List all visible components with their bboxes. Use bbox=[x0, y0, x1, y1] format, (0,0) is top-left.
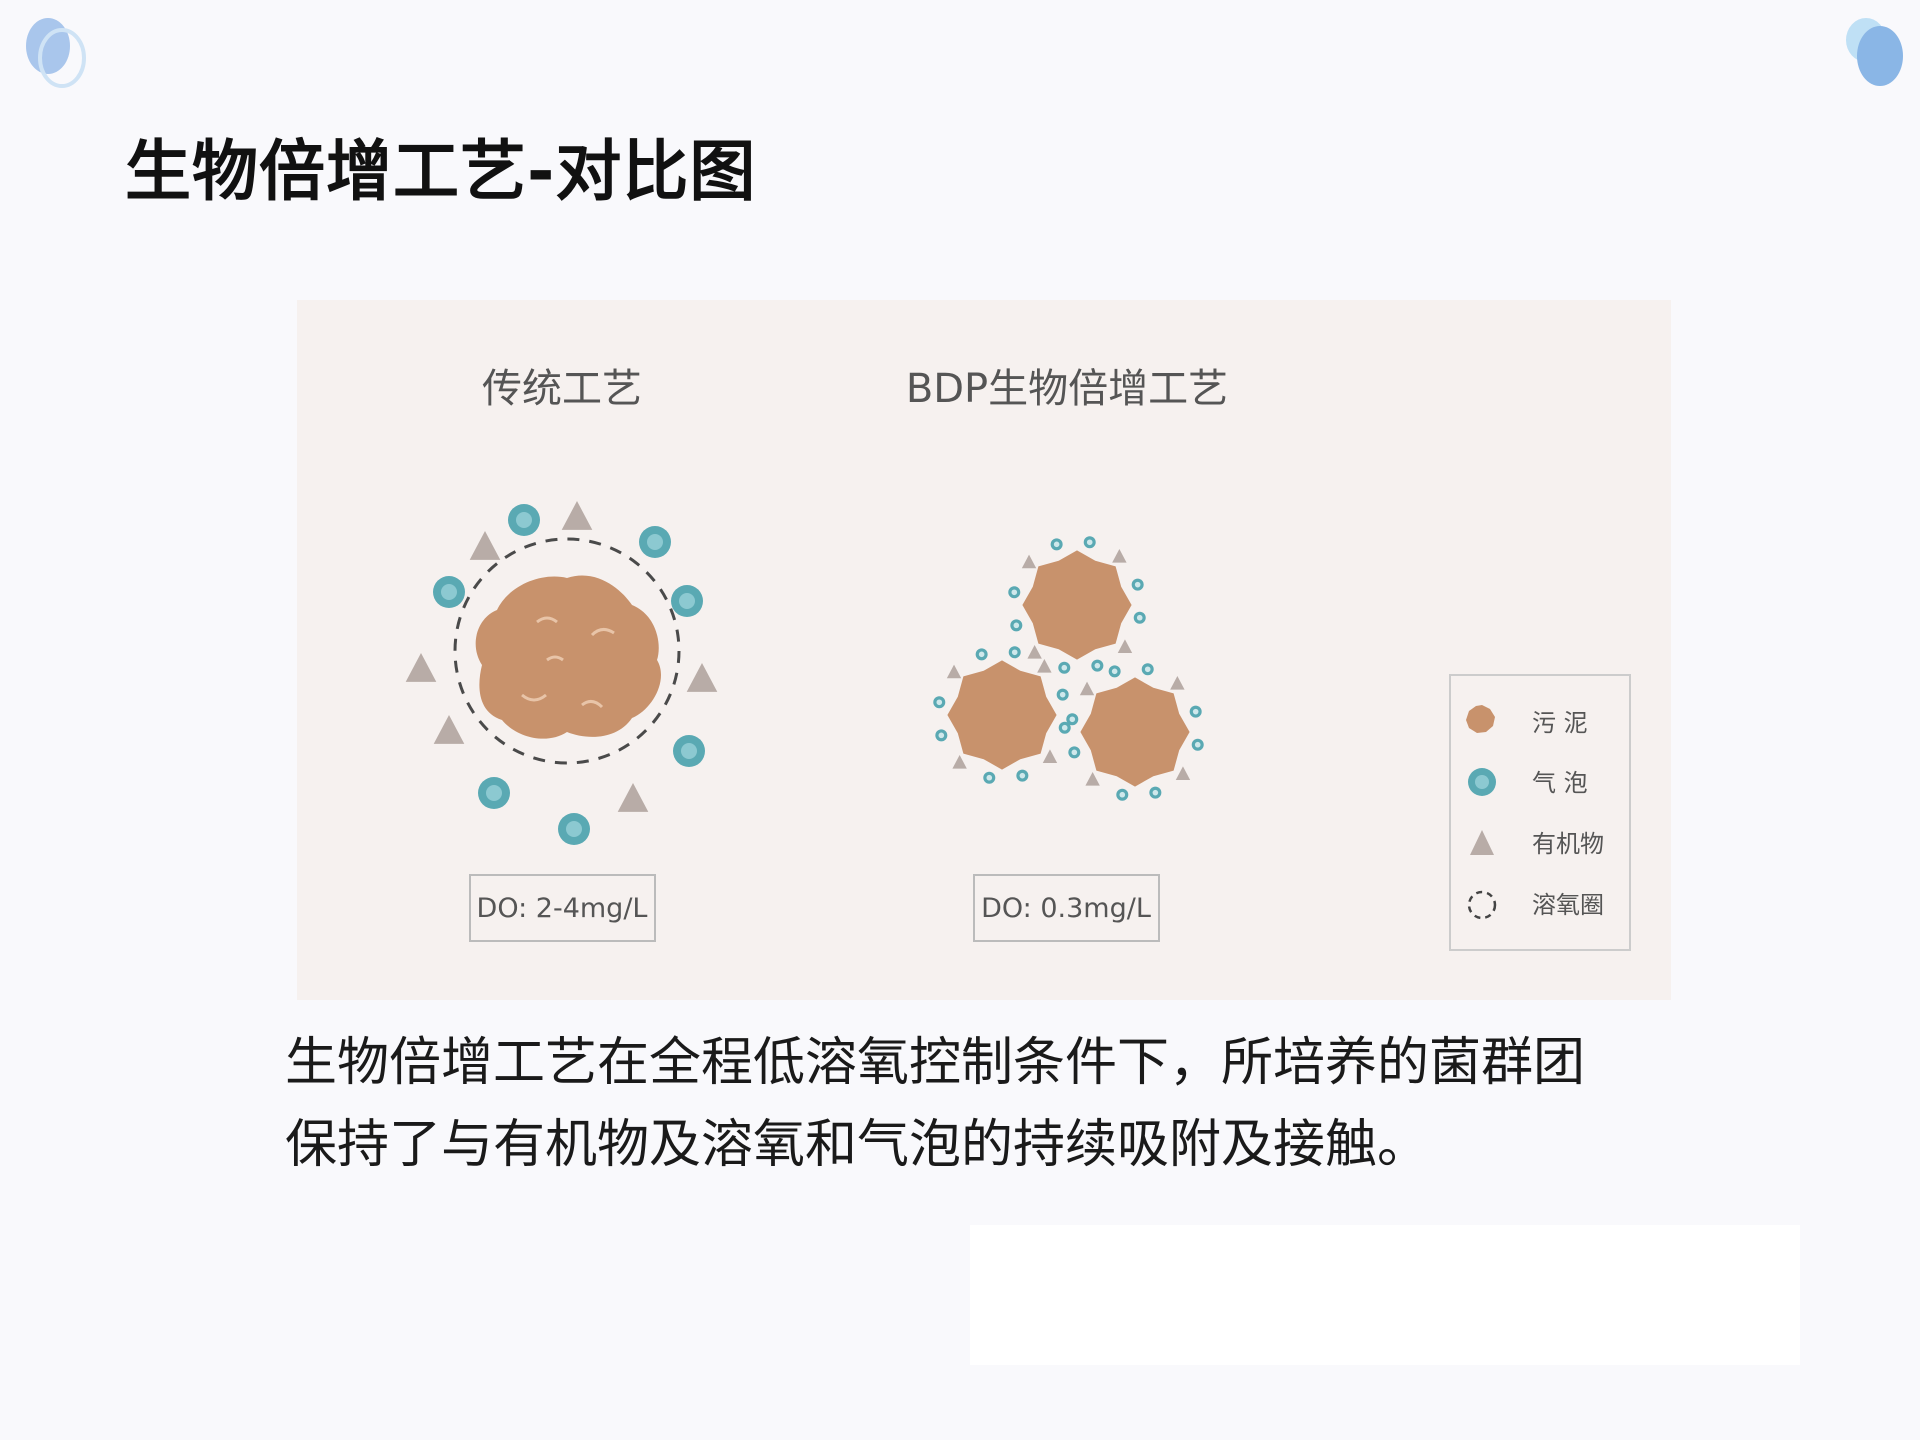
bubble-highlight bbox=[1144, 666, 1151, 673]
bubble-highlight bbox=[1192, 708, 1199, 715]
legend-label-sludge: 污 泥 bbox=[1532, 709, 1588, 737]
bubble-highlight bbox=[516, 512, 532, 528]
bubble-highlight bbox=[647, 534, 663, 550]
right-do-box bbox=[973, 874, 1160, 942]
bubble-highlight bbox=[1019, 772, 1026, 779]
bubble-highlight bbox=[1061, 724, 1068, 731]
organic-icon bbox=[946, 664, 962, 679]
organic-icon bbox=[1027, 644, 1042, 659]
organic-icon bbox=[617, 783, 649, 812]
bubble-highlight bbox=[1011, 649, 1018, 656]
sludge-icon bbox=[1466, 705, 1495, 733]
organic-icon bbox=[1021, 554, 1037, 569]
sludge-floc bbox=[1022, 550, 1132, 660]
page-title: 生物倍增工艺-对比图 bbox=[125, 133, 757, 210]
organic-icon bbox=[1112, 549, 1127, 563]
legend-label-organic: 有机物 bbox=[1532, 830, 1604, 858]
left-do-box bbox=[469, 874, 656, 942]
organic-icon bbox=[1170, 676, 1185, 690]
right-do-label: DO: 0.3mg/L bbox=[981, 893, 1151, 924]
organic-icon bbox=[469, 531, 501, 560]
sludge-floc bbox=[475, 575, 661, 739]
bubble-highlight bbox=[1071, 749, 1078, 756]
bubble-highlight bbox=[1069, 716, 1076, 723]
bubble-highlight bbox=[486, 785, 502, 801]
bubble-highlight bbox=[1061, 664, 1068, 671]
bubble-highlight bbox=[1111, 668, 1118, 675]
blank-area bbox=[970, 1225, 1800, 1365]
bubble-highlight bbox=[1059, 691, 1066, 698]
organic-icon bbox=[1085, 771, 1100, 786]
oxygen-ring-icon bbox=[453, 537, 681, 765]
corner-decoration-right bbox=[1846, 18, 1903, 86]
comparison-diagram: 传统工艺 BDP生物倍增工艺 DO: 2-4mg/L DO: 0.3mg/L bbox=[297, 300, 1671, 1000]
bdp-floc-cluster bbox=[933, 536, 1204, 801]
bdp-floc bbox=[1008, 536, 1146, 674]
bubble-highlight bbox=[566, 821, 582, 837]
sludge-floc bbox=[1080, 677, 1190, 787]
organic-icon bbox=[433, 715, 465, 744]
sludge-floc bbox=[947, 660, 1057, 770]
caption-line-1: 生物倍增工艺在全程低溶氧控制条件下，所培养的菌群团 bbox=[285, 1033, 1586, 1093]
caption-text: 生物倍增工艺在全程低溶氧控制条件下，所培养的菌群团 保持了与有机物及溶氧和气泡的… bbox=[285, 1022, 1765, 1186]
left-organics bbox=[405, 501, 718, 812]
bubble-highlight bbox=[1134, 581, 1141, 588]
legend: 污 泥 气 泡 有机物 溶氧圈 bbox=[1449, 674, 1631, 951]
left-do-label: DO: 2-4mg/L bbox=[477, 893, 648, 924]
organic-icon bbox=[1175, 766, 1191, 780]
bubble-highlight bbox=[986, 774, 993, 781]
bubble-highlight bbox=[1136, 614, 1143, 621]
corner-decoration-left bbox=[26, 18, 86, 88]
organic-icon bbox=[561, 501, 593, 530]
bubble-highlight bbox=[441, 584, 457, 600]
organic-icon bbox=[1117, 639, 1133, 653]
bubble-highlight bbox=[679, 593, 695, 609]
bubble-highlight bbox=[1152, 789, 1159, 796]
bubble-highlight bbox=[1013, 622, 1020, 629]
traditional-floc-group bbox=[453, 537, 681, 765]
bdp-floc bbox=[1066, 663, 1204, 801]
right-diagram-title: BDP生物倍增工艺 bbox=[906, 366, 1228, 412]
organic-icon bbox=[1470, 830, 1494, 855]
bubble-highlight bbox=[1119, 791, 1126, 798]
bdp-floc bbox=[933, 646, 1071, 784]
bubble-highlight bbox=[936, 699, 943, 706]
bubble-highlight bbox=[978, 651, 985, 658]
organic-icon bbox=[405, 653, 437, 682]
caption-line-2: 保持了与有机物及溶氧和气泡的持续吸附及接触。 bbox=[285, 1115, 1430, 1175]
bubble-highlight bbox=[1053, 541, 1060, 548]
bubble-highlight bbox=[1011, 589, 1018, 596]
oxygen-ring-icon bbox=[1467, 890, 1497, 920]
legend-label-bubble: 气 泡 bbox=[1532, 769, 1588, 797]
left-bubbles bbox=[433, 504, 705, 845]
organic-icon bbox=[1037, 659, 1052, 673]
organic-icon bbox=[1079, 681, 1095, 696]
legend-label-oxygen-ring: 溶氧圈 bbox=[1532, 891, 1604, 919]
bubble-highlight bbox=[1194, 741, 1201, 748]
left-diagram-title: 传统工艺 bbox=[482, 366, 642, 412]
organic-icon bbox=[1042, 749, 1058, 763]
bubble-highlight bbox=[1094, 662, 1101, 669]
bubble-highlight bbox=[938, 732, 945, 739]
bubble-highlight bbox=[1086, 539, 1093, 546]
bubble-highlight bbox=[681, 743, 697, 759]
organic-icon bbox=[952, 754, 967, 769]
organic-icon bbox=[686, 663, 718, 692]
